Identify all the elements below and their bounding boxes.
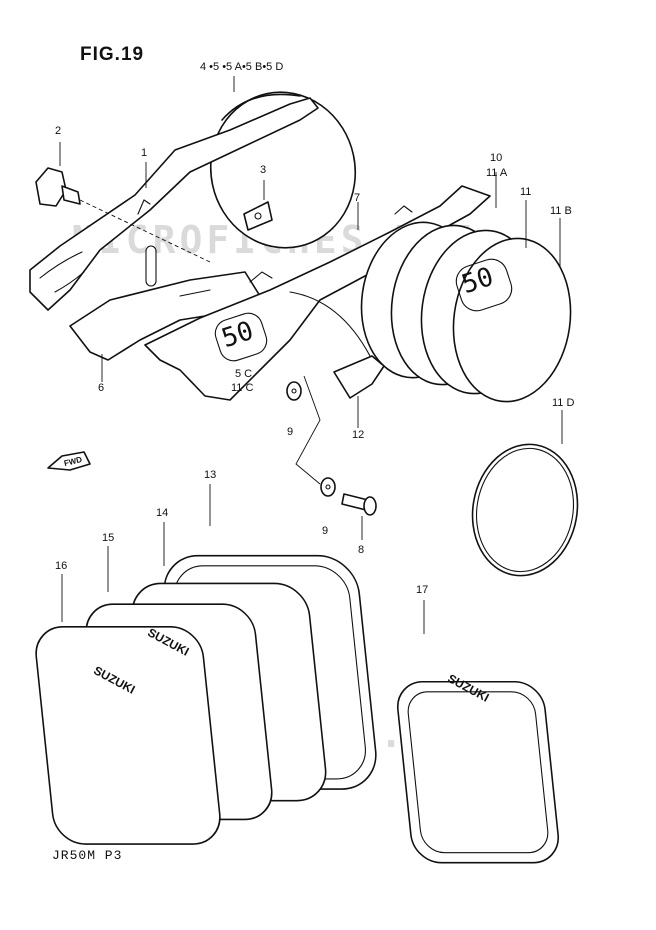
callout-4-5-5a-5b-5d: 4 •5 •5 A•5 B•5 D	[200, 61, 284, 73]
callout-8: 8	[358, 544, 365, 556]
callout-9-upper: 9	[287, 426, 294, 438]
panel-16	[35, 626, 221, 845]
callout-10: 10	[490, 152, 503, 164]
callout-1: 1	[141, 147, 148, 159]
frame-cover-1	[29, 97, 319, 311]
callout-16: 16	[55, 560, 68, 572]
side-cover-disc	[209, 91, 357, 249]
knob-2	[35, 167, 211, 263]
callout-15: 15	[102, 532, 115, 544]
callout-leaders	[59, 76, 563, 634]
callout-2: 2	[55, 125, 62, 137]
callout-11: 11	[520, 186, 532, 198]
callout-11d: 11 D	[552, 397, 575, 409]
callout-12: 12	[352, 429, 365, 441]
callout-7: 7	[354, 192, 361, 204]
callout-11b: 11 B	[550, 205, 572, 217]
callout-9-lower: 9	[322, 525, 329, 537]
callout-14: 14	[156, 507, 169, 519]
callout-11c: 11 C	[231, 382, 254, 394]
callout-17: 17	[416, 584, 429, 596]
callout-13: 13	[204, 469, 217, 481]
panel-frame-17	[396, 680, 560, 864]
washer-9a	[286, 381, 302, 401]
washer-9b	[320, 477, 336, 497]
callout-11a: 11 A	[486, 167, 508, 179]
figure-title: FIG.19	[80, 44, 145, 65]
clutch-cover-stack	[360, 221, 572, 403]
model-code: JR50M P3	[52, 848, 123, 863]
clip-3	[243, 201, 273, 231]
bracket-12	[333, 355, 385, 399]
gasket-11d	[471, 443, 579, 577]
callout-6: 6	[98, 382, 105, 394]
callout-3: 3	[260, 164, 267, 176]
callout-5c: 5 C	[235, 368, 253, 380]
fwd-arrow-icon	[47, 451, 91, 471]
bolt-8	[341, 493, 377, 516]
